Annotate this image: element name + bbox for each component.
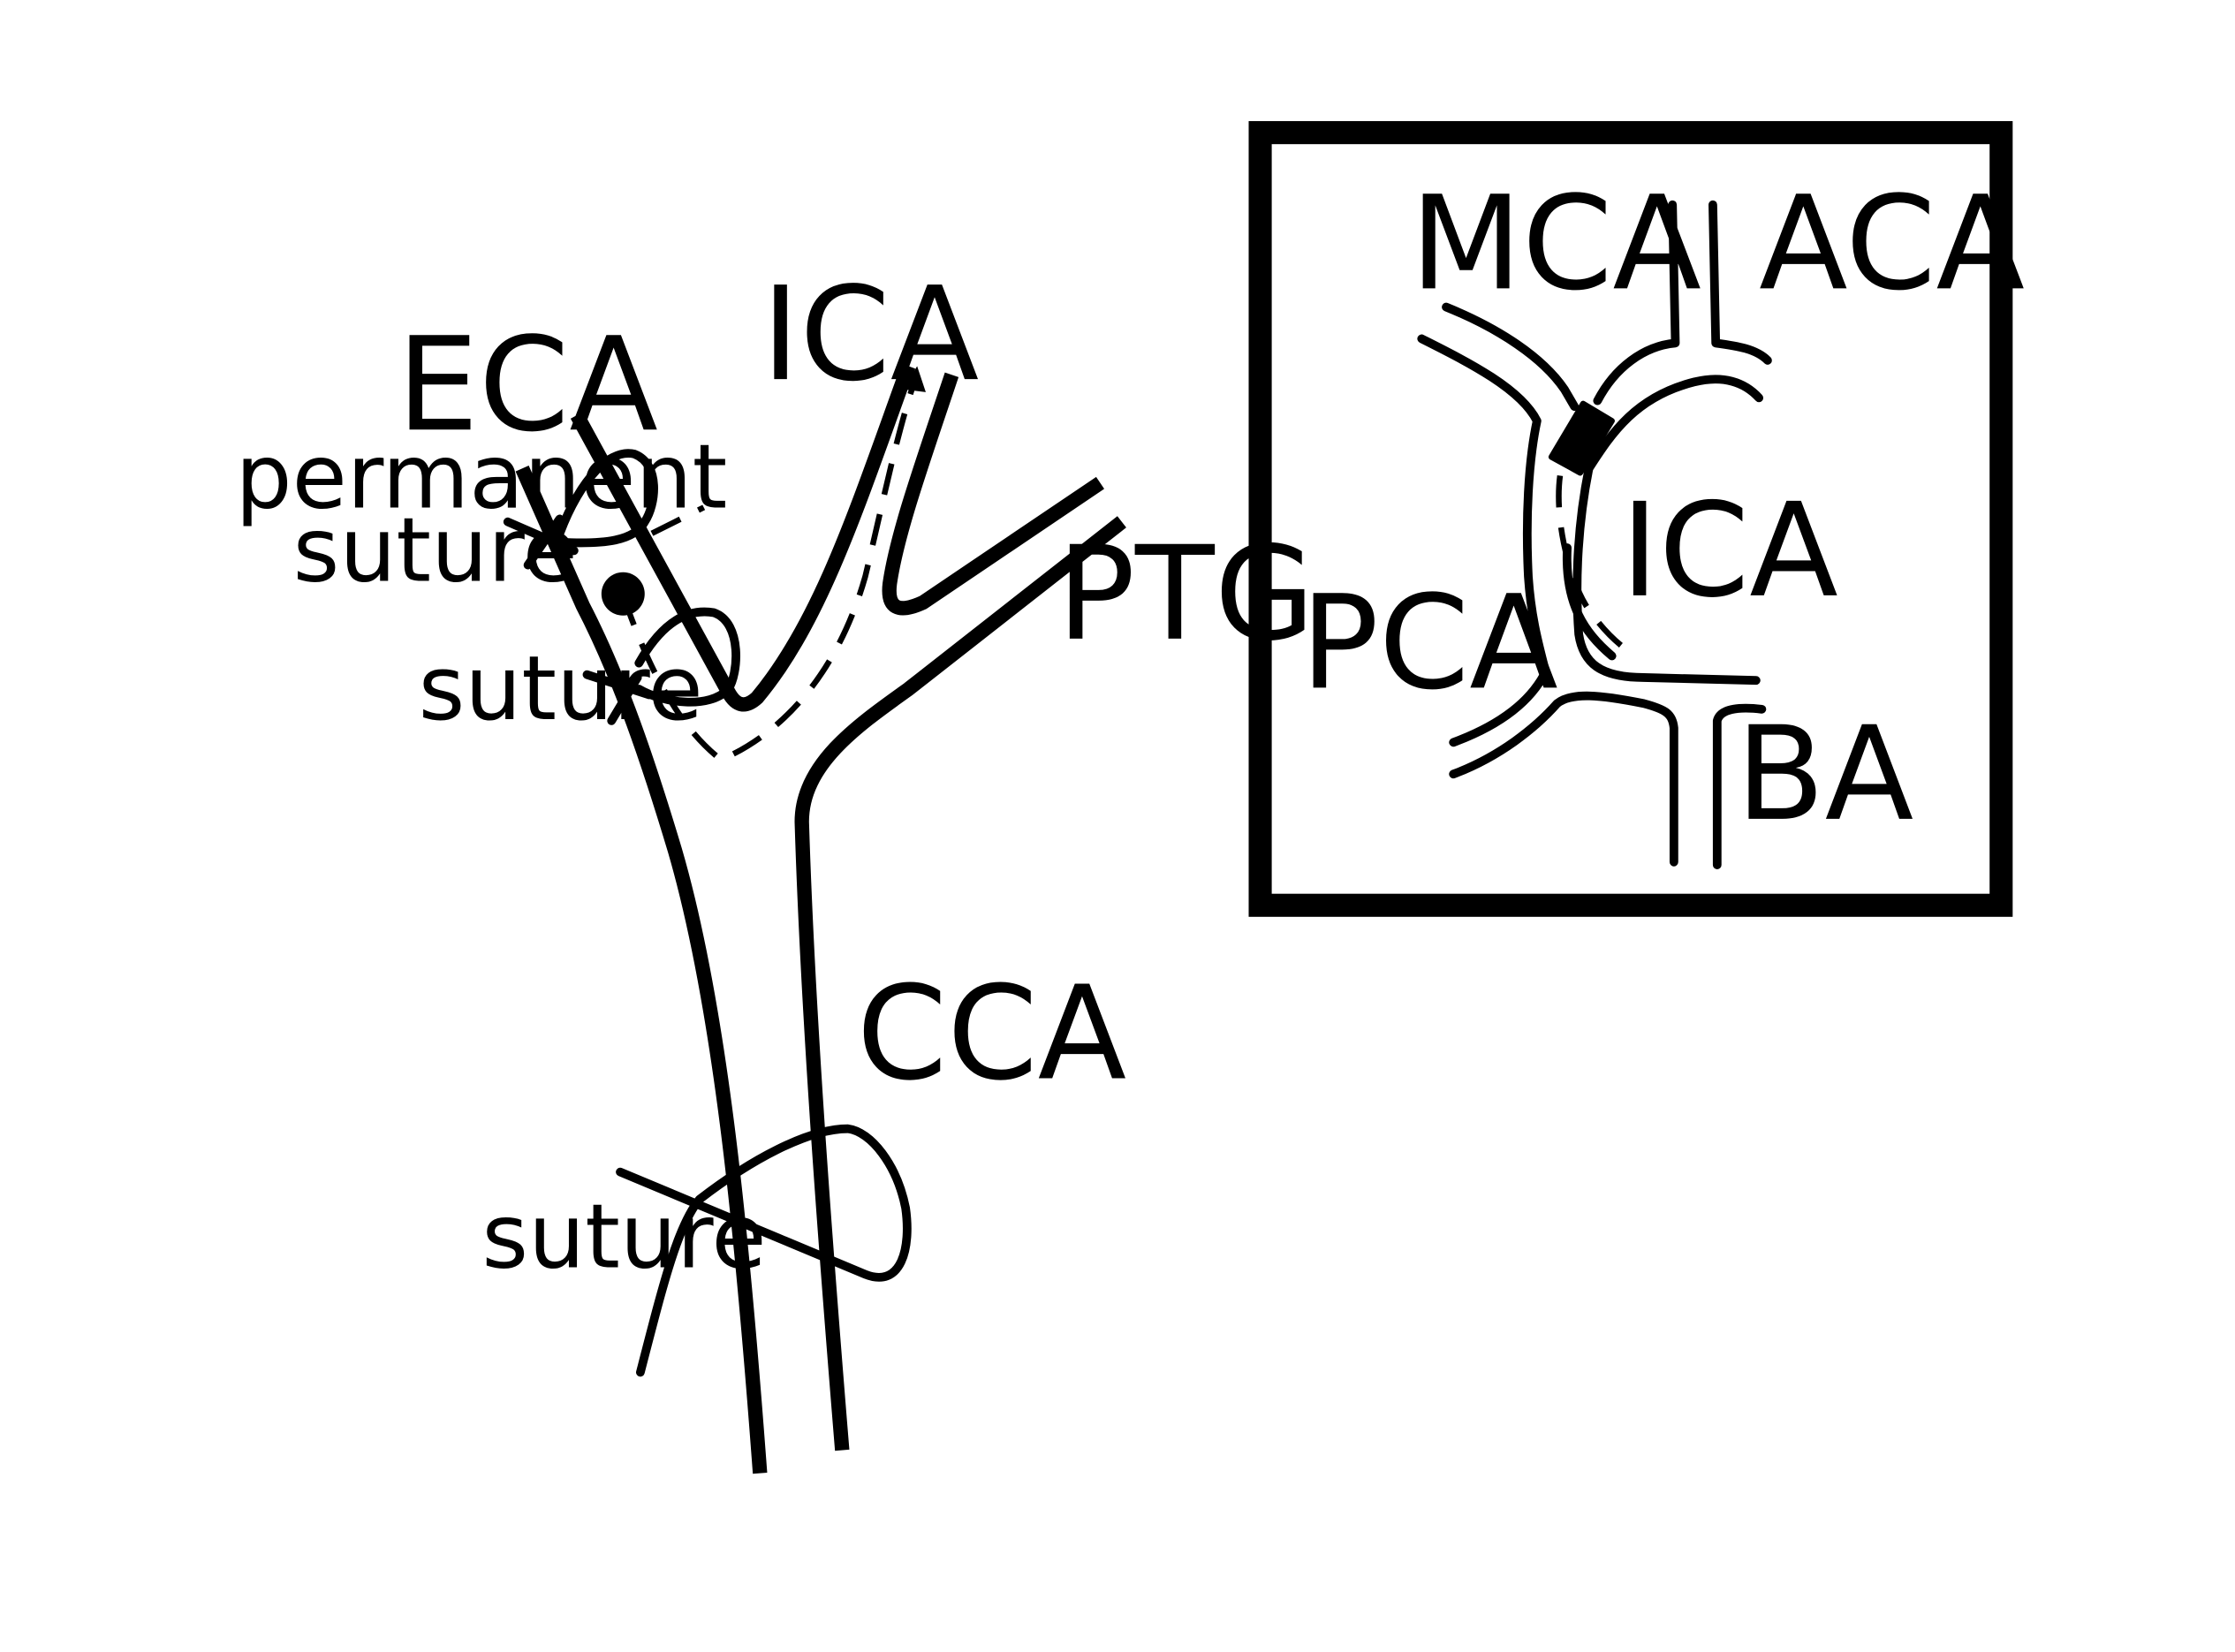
aca-right-wall	[1708, 200, 1772, 365]
label-eca: ECA	[397, 309, 658, 460]
label-pca: PCA	[1300, 567, 1558, 718]
pca-lower-wall	[1449, 691, 1678, 867]
label-permanent-suture: suture	[293, 498, 578, 602]
inset-filament-tail	[1562, 543, 1617, 661]
suture-upper-tie	[582, 670, 654, 725]
inset-frame	[1248, 121, 2013, 917]
filament-tip-icon	[601, 572, 645, 616]
ica-right-wall	[1572, 464, 1761, 686]
label-mca: MCA	[1410, 168, 1701, 319]
aca-left-wall	[1593, 200, 1680, 405]
occluder-tip-icon	[1548, 400, 1615, 476]
mca-upper-wall	[1442, 302, 1580, 412]
label-ica-main: ICA	[761, 259, 979, 410]
eca-upper-wall	[570, 363, 916, 712]
label-ica-inset: ICA	[1620, 475, 1837, 626]
suture-lower-loop	[616, 1124, 912, 1377]
inset-filament	[1556, 475, 1632, 655]
ica-aca-arc	[1584, 375, 1764, 474]
inset-panel	[1248, 121, 2013, 917]
ba-right-wall	[1712, 703, 1767, 869]
label-ptg: PTG	[1057, 519, 1314, 670]
label-suture-lower: suture	[481, 1184, 766, 1288]
label-aca: ACA	[1759, 168, 2025, 319]
label-ba: BA	[1736, 699, 1913, 850]
label-suture-upper: suture	[419, 636, 703, 740]
carotid-diagram	[503, 363, 1126, 1474]
filament-tail	[650, 504, 706, 536]
permanent-suture-loop	[552, 449, 658, 548]
suture-upper-loop	[634, 607, 740, 707]
filament-arrow-icon	[902, 366, 926, 392]
filament-path	[620, 376, 919, 763]
label-permanent: permanent	[235, 424, 727, 528]
label-cca: CCA	[857, 959, 1127, 1110]
mca-lower-wall	[1417, 334, 1550, 747]
permanent-suture-tie	[503, 514, 579, 570]
ptg-cca-right-wall	[794, 516, 1126, 1451]
ica-outer-wall	[882, 372, 1104, 616]
